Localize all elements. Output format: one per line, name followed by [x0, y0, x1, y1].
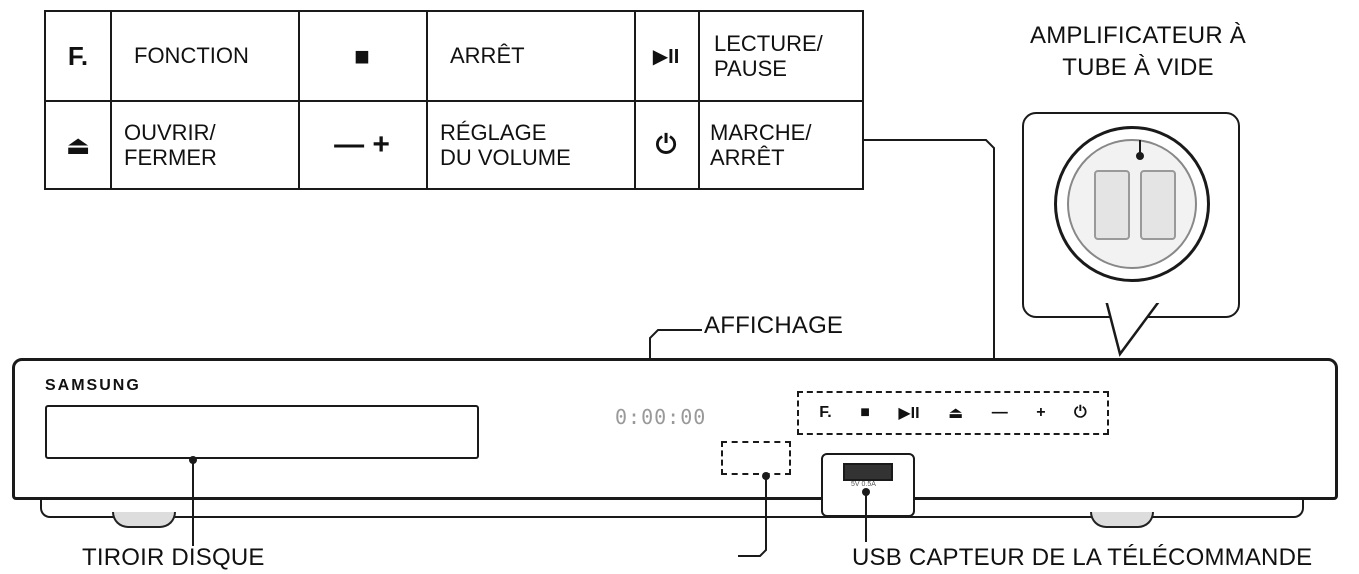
remote-sensor	[721, 441, 791, 475]
display-readout: 0:00:00	[615, 405, 707, 429]
stop-button[interactable]: ■	[860, 404, 870, 421]
legend-label-power: MARCHE/ ARRÊT	[710, 119, 812, 170]
sensor-leader-line	[738, 472, 770, 557]
tray-leader-line	[189, 456, 197, 546]
callout-amplifier: AMPLIFICATEUR À TUBE À VIDE	[1030, 22, 1246, 82]
brand-logo: SAMSUNG	[45, 377, 141, 394]
bluray-player-front: SAMSUNG 0:00:00 F. ■ ▶II ⏏ — + ⏻ 5V 0.5A	[12, 358, 1338, 517]
tube-valve-right	[1140, 170, 1176, 240]
front-control-panel: F. ■ ▶II ⏏ — + ⏻	[797, 391, 1109, 435]
legend-label-function: FONCTION	[134, 43, 249, 69]
power-button[interactable]: ⏻	[1074, 404, 1087, 421]
function-button[interactable]: F.	[819, 404, 832, 421]
eject-button[interactable]: ⏏	[948, 405, 964, 422]
callout-display: AFFICHAGE	[704, 312, 844, 339]
volume-up-button[interactable]: +	[1036, 404, 1046, 421]
callout-disc-tray: TIROIR DISQUE	[82, 544, 265, 571]
stop-icon: ■	[354, 40, 370, 71]
amplifier-pointer	[1104, 300, 1162, 357]
power-icon: ⏻	[655, 129, 677, 159]
play-pause-icon: ▶II	[652, 45, 680, 68]
legend-label-open-close: OUVRIR/ FERMER	[124, 119, 217, 170]
volume-down-button[interactable]: —	[991, 404, 1008, 421]
legend-label-play-pause: LECTURE/ PAUSE	[714, 30, 823, 81]
foot-right	[1090, 512, 1154, 528]
usb-port-label: 5V 0.5A	[851, 481, 876, 488]
play-pause-button[interactable]: ▶II	[898, 405, 920, 422]
legend-label-volume: RÉGLAGE DU VOLUME	[440, 119, 571, 170]
usb-leader-line	[862, 488, 870, 542]
foot-left	[112, 512, 176, 528]
volume-icon: — +	[334, 128, 390, 161]
button-legend-table: F. FONCTION ■ ARRÊT ▶II LECTURE/ PAUSE ⏏…	[44, 10, 864, 190]
function-icon: F.	[67, 40, 89, 71]
disc-tray[interactable]	[45, 405, 479, 459]
legend-leader-line	[864, 139, 998, 386]
device-base	[40, 500, 1304, 518]
amplifier-leader-dot	[1136, 140, 1144, 160]
tube-valve-left	[1094, 170, 1130, 240]
legend-label-stop: ARRÊT	[450, 43, 525, 69]
eject-icon: ⏏	[65, 129, 91, 160]
usb-port[interactable]	[843, 463, 893, 481]
callout-usb-sensor: USB CAPTEUR DE LA TÉLÉCOMMANDE	[852, 544, 1313, 571]
